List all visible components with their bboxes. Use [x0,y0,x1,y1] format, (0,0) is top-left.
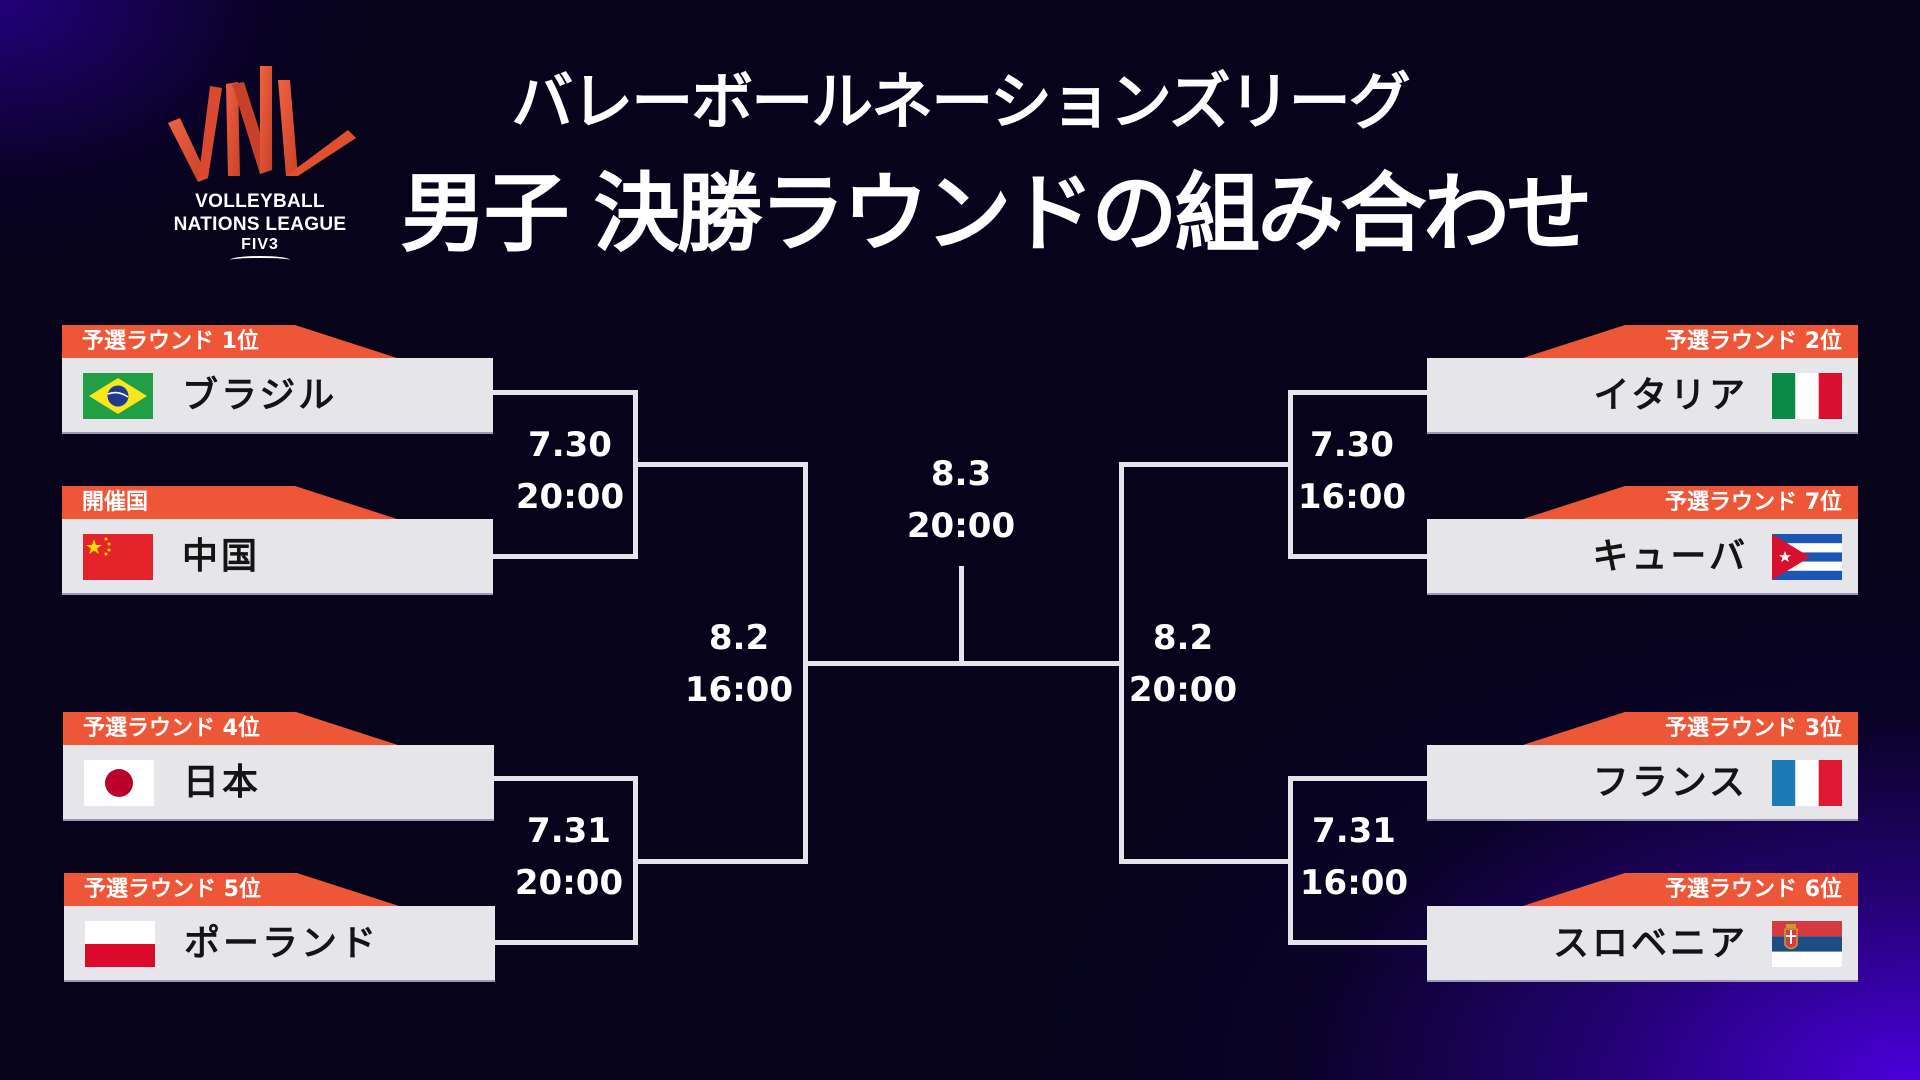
team-rank-tag: 予選ラウンド 2位 [1523,325,1858,358]
match-date: 7.31 [527,811,611,851]
bracket-line [1288,390,1293,559]
logo-text-volleyball: VOLLEYBALL [195,191,325,212]
match-time: 16:00 [684,670,794,710]
bracket-line [493,390,638,395]
bracket-line [1288,390,1427,395]
page-title: 男子 決勝ラウンドの組み合わせ [400,164,1593,264]
team-host-tag: 開催国 [62,486,397,519]
team-card-body: ポーランド [64,906,495,982]
china-flag-icon [83,534,153,580]
team-name: イタリア [1593,375,1748,416]
france-flag-icon [1772,760,1842,806]
serbia-style-flag-icon [1772,921,1842,967]
match-final: 8.3 20:00 [881,448,1041,552]
team-card-body: 中国 [62,519,493,595]
team-card-body: キューバ [1427,519,1858,595]
team-rank-tag: 予選ラウンド 3位 [1523,712,1858,745]
bracket-line [1119,462,1292,467]
team-rank-tag: 予選ラウンド 6位 [1523,873,1858,906]
bracket-line [1119,859,1292,864]
match-date: 8.2 [708,618,770,658]
bracket-line [493,554,638,559]
page-subtitle: バレーボールネーションズリーグ [511,65,1411,138]
bracket-line [493,940,638,945]
team-name: 日本 [183,762,262,803]
match-sf-left: 8.2 16:00 [659,612,819,716]
cuba-flag-icon [1772,534,1842,580]
match-time: 20:00 [515,477,625,517]
match-time: 20:00 [1128,670,1238,710]
match-date: 7.30 [528,425,612,465]
bracket-line [1288,776,1427,781]
bracket-line [493,776,638,781]
bracket-line [959,566,964,664]
team-card-brazil: 予選ラウンド 1位 ブラジル [62,325,493,434]
team-card-body: イタリア [1427,358,1858,434]
poland-flag-icon [85,921,155,967]
match-qf-left-bottom: 7.31 20:00 [489,805,649,909]
team-rank-tag: 予選ラウンド 7位 [1523,486,1858,519]
team-rank-tag: 予選ラウンド 4位 [63,712,398,745]
vnl-ribbon-icon [168,66,356,182]
team-card-cuba: 予選ラウンド 7位 キューバ [1427,486,1858,595]
match-qf-right-bottom: 7.31 16:00 [1274,805,1434,909]
bracket-line [633,462,808,467]
team-name: フランス [1592,762,1748,803]
match-date: 8.2 [1152,618,1214,658]
bracket-line [633,859,808,864]
team-card-body: 日本 [63,745,494,821]
team-name: キューバ [1592,536,1748,577]
team-name: スロベニア [1552,923,1748,964]
bracket-line [633,390,638,559]
team-name: ポーランド [184,923,380,964]
team-rank-tag: 予選ラウンド 1位 [62,325,397,358]
team-rank-tag: 予選ラウンド 5位 [64,873,399,906]
team-card-france: 予選ラウンド 3位 フランス [1427,712,1858,821]
match-sf-right: 8.2 20:00 [1103,612,1263,716]
team-card-slovenia: 予選ラウンド 6位 スロベニア [1427,873,1858,982]
team-card-poland: 予選ラウンド 5位 ポーランド [64,873,495,982]
match-qf-left-top: 7.30 20:00 [490,419,650,523]
team-card-body: フランス [1427,745,1858,821]
fivb-logo: FIV3 [241,236,279,253]
team-card-italy: 予選ラウンド 2位 イタリア [1427,325,1858,434]
team-card-japan: 予選ラウンド 4位 日本 [63,712,494,821]
team-card-body: ブラジル [62,358,493,434]
vnl-logo: VOLLEYBALL NATIONS LEAGUE FIV3 [160,58,360,268]
team-card-china: 開催国 中国 [62,486,493,595]
match-date: 7.30 [1310,425,1394,465]
italy-flag-icon [1772,373,1842,419]
match-time: 16:00 [1297,477,1407,517]
bracket-line [1119,462,1124,864]
team-name: 中国 [182,536,261,577]
fivb-arc-icon [230,256,290,264]
match-time: 20:00 [906,506,1016,546]
match-time: 20:00 [514,863,624,903]
team-name: ブラジル [182,375,338,416]
match-date: 7.31 [1312,811,1396,851]
bracket-line [1288,776,1293,945]
match-date: 8.3 [930,454,992,494]
japan-flag-icon [84,760,154,806]
brazil-flag-icon [83,373,153,419]
team-card-body: スロベニア [1427,906,1858,982]
bracket-line [1288,940,1427,945]
match-time: 16:00 [1299,863,1409,903]
logo-text-nations-league: NATIONS LEAGUE [173,214,347,235]
match-qf-right-top: 7.30 16:00 [1272,419,1432,523]
bracket-line [1288,554,1427,559]
